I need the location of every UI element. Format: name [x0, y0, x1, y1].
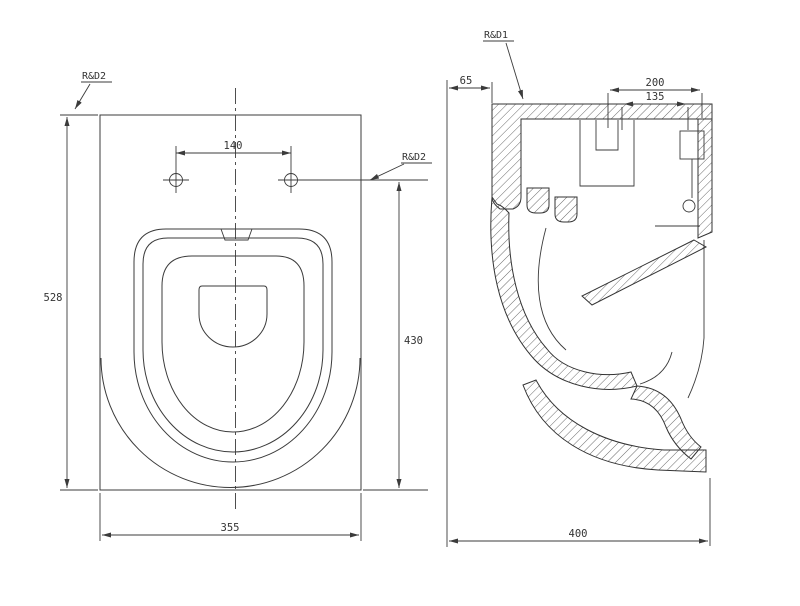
rim-feed-channel — [581, 239, 708, 306]
dim-hole-spacing-text: 140 — [224, 140, 243, 152]
center-cup-detail — [198, 285, 268, 348]
tank-top-left-wall — [491, 103, 713, 210]
base-wall — [522, 379, 707, 473]
bowl-wall — [490, 195, 638, 390]
dim-hole-to-front: 430 — [363, 182, 428, 491]
dim-overall-depth-plan: 528 — [44, 114, 98, 491]
callout-rd2-right-text: R&D2 — [402, 152, 426, 163]
mounting-hole-right — [278, 146, 304, 193]
callout-rd1-top: R&D1 — [483, 30, 524, 100]
tank-right-wall — [697, 118, 713, 239]
bowl-front-arc — [100, 357, 361, 488]
dim-tank-depth: 200 — [607, 77, 703, 128]
dim-overall-width-text: 355 — [221, 522, 240, 534]
rim-section-a — [526, 187, 550, 214]
callout-rd2-right: R&D2 — [369, 152, 432, 181]
seat-inner-outline — [142, 237, 324, 453]
dim-overall-depth-section-text: 400 — [569, 528, 588, 540]
dim-tank-depth-text: 200 — [646, 77, 665, 89]
dim-overall-depth-section: 400 — [449, 478, 711, 546]
callout-rd1-top-text: R&D1 — [484, 30, 508, 41]
flush-valve — [579, 120, 635, 187]
seat-hinge-notch — [220, 228, 253, 241]
dim-hole-spacing: 140 — [176, 140, 291, 156]
rim-section-b — [554, 196, 578, 223]
dim-cover-depth: 135 — [621, 91, 689, 130]
lid-outline — [161, 255, 305, 433]
plan-body-outline — [99, 114, 362, 491]
dim-hole-to-front-text: 430 — [404, 335, 423, 347]
seat-outer-outline — [133, 228, 333, 463]
float-ball — [682, 199, 696, 213]
plan-view: 140 528 430 355 R&D2 — [44, 71, 432, 541]
tank-internals — [579, 120, 705, 227]
dim-back-gap-text: 65 — [460, 75, 473, 87]
section-view: 65 200 135 400 R&D1 — [446, 30, 713, 547]
dim-overall-depth-plan-text: 528 — [44, 292, 63, 304]
flush-valve-core — [595, 120, 619, 151]
dim-cover-depth-text: 135 — [646, 91, 665, 103]
callout-rd2-top-left: R&D2 — [74, 71, 112, 110]
dim-overall-width: 355 — [99, 493, 362, 541]
dim-back-gap: 65 — [449, 75, 493, 103]
section-edge-lines — [537, 227, 705, 399]
callout-rd2-top-left-text: R&D2 — [82, 71, 106, 82]
